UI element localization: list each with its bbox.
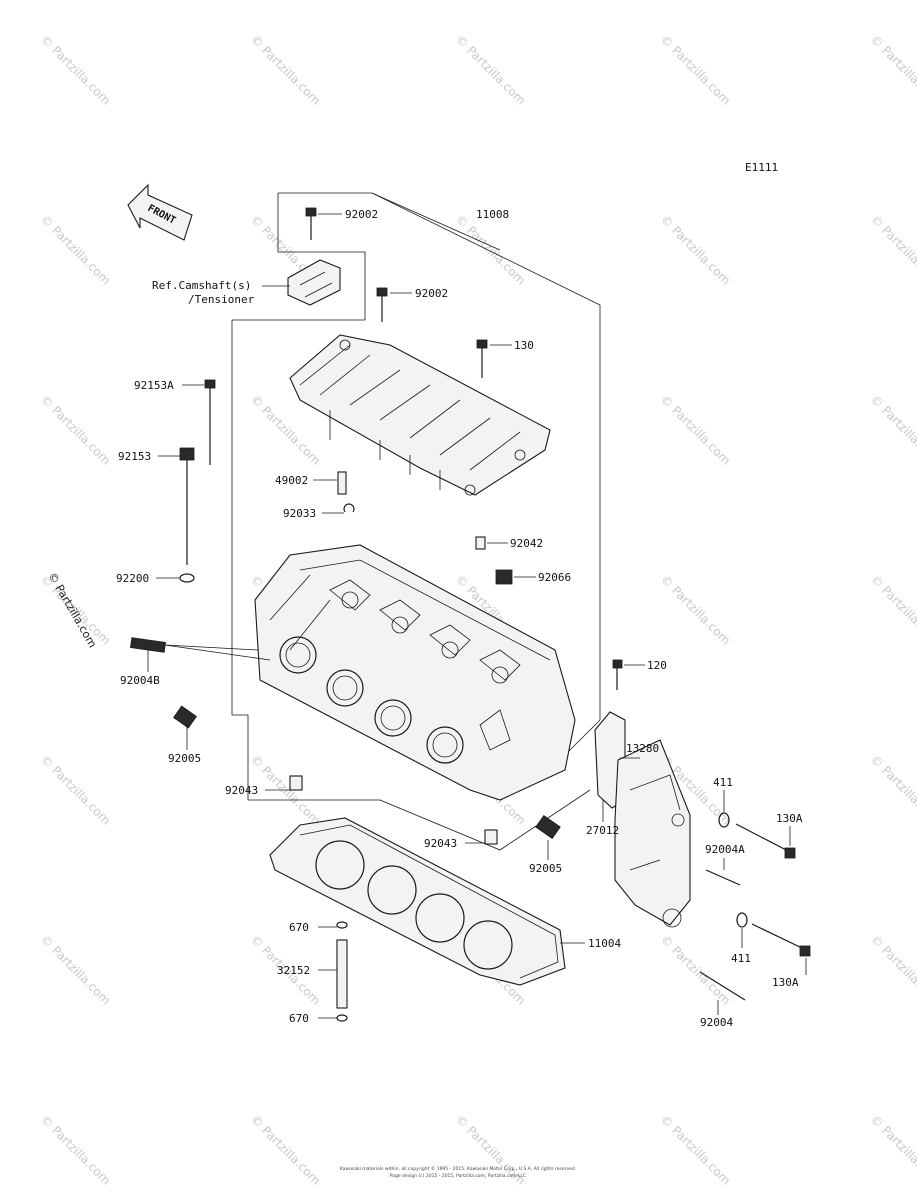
watermark-text: © Partzilla.com bbox=[248, 1112, 323, 1187]
watermark-text: © Partzilla.com bbox=[658, 932, 733, 1007]
watermark-text: © Partzilla.com bbox=[868, 752, 917, 827]
part-label-92004A[interactable]: 92004A bbox=[705, 843, 745, 856]
head-gasket bbox=[269, 817, 566, 986]
part-labels: 11008 92002 92002 130 92153A 92153 49002… bbox=[116, 208, 803, 1029]
watermark-text: © Partzilla.com bbox=[38, 752, 113, 827]
part-label-130[interactable]: 130 bbox=[514, 339, 534, 352]
ref-note-line1: Ref.Camshaft(s) bbox=[152, 279, 251, 292]
watermark-text: © Partzilla.com bbox=[868, 1112, 917, 1187]
part-label-130A-bottom[interactable]: 130A bbox=[772, 976, 799, 989]
part-label-92005-right[interactable]: 92005 bbox=[529, 862, 562, 875]
copyright-line1: Kawasaki materials within, all copyright… bbox=[340, 1165, 576, 1172]
watermark-text: © Partzilla.com bbox=[868, 212, 917, 287]
watermark-text: © Partzilla.com bbox=[248, 32, 323, 107]
watermark-text: © Partzilla.com bbox=[38, 392, 113, 467]
part-label-130A-top[interactable]: 130A bbox=[776, 812, 803, 825]
watermark-text: © Partzilla.com bbox=[38, 932, 113, 1007]
watermark-text: © Partzilla.com bbox=[38, 212, 113, 287]
watermark-text: © Partzilla.com bbox=[38, 32, 113, 107]
part-label-49002[interactable]: 49002 bbox=[275, 474, 308, 487]
part-label-92200[interactable]: 92200 bbox=[116, 572, 149, 585]
part-label-13280[interactable]: 13280 bbox=[626, 742, 659, 755]
camshaft-bracket-ref bbox=[262, 259, 341, 306]
watermark-text: © Partzilla.com bbox=[453, 212, 528, 287]
watermark-text: © Partzilla.com bbox=[658, 32, 733, 107]
small-parts bbox=[130, 207, 811, 1022]
part-label-92004B[interactable]: 92004B bbox=[120, 674, 160, 687]
part-label-92043-left[interactable]: 92043 bbox=[225, 784, 258, 797]
side-watermark: © Partzilla.com bbox=[45, 570, 99, 650]
cylinder-head bbox=[254, 544, 576, 801]
watermark-text: © Partzilla.com bbox=[868, 572, 917, 647]
watermark-text: © Partzilla.com bbox=[658, 1112, 733, 1187]
part-label-92153[interactable]: 92153 bbox=[118, 450, 151, 463]
part-label-411-bottom[interactable]: 411 bbox=[731, 952, 751, 965]
copyright-line2: Page design (c) 2015 - 2015, Partzilla.c… bbox=[390, 1173, 526, 1179]
part-label-32152[interactable]: 32152 bbox=[277, 964, 310, 977]
part-label-670-top[interactable]: 670 bbox=[289, 921, 309, 934]
watermark-text: © Partzilla.com bbox=[868, 392, 917, 467]
part-label-11004[interactable]: 11004 bbox=[588, 937, 621, 950]
part-label-92002-second[interactable]: 92002 bbox=[415, 287, 448, 300]
engine-mount bbox=[594, 711, 691, 928]
part-label-120[interactable]: 120 bbox=[647, 659, 667, 672]
watermark-text: © Partzilla.com bbox=[868, 932, 917, 1007]
ref-note-line2: /Tensioner bbox=[188, 293, 255, 306]
watermark-text: © Partzilla.com bbox=[868, 32, 917, 107]
part-label-92005-left[interactable]: 92005 bbox=[168, 752, 201, 765]
part-label-92033[interactable]: 92033 bbox=[283, 507, 316, 520]
part-label-92153A[interactable]: 92153A bbox=[134, 379, 174, 392]
cam-holder bbox=[289, 334, 551, 496]
watermark-text: © Partzilla.com bbox=[658, 572, 733, 647]
leader-lines bbox=[147, 213, 807, 1019]
part-label-92066[interactable]: 92066 bbox=[538, 571, 571, 584]
part-label-92002-top[interactable]: 92002 bbox=[345, 208, 378, 221]
part-label-27012[interactable]: 27012 bbox=[586, 824, 619, 837]
part-label-411-top[interactable]: 411 bbox=[713, 776, 733, 789]
part-label-92004[interactable]: 92004 bbox=[700, 1016, 733, 1029]
part-label-11008[interactable]: 11008 bbox=[476, 208, 509, 221]
watermark-text: © Partzilla.com bbox=[38, 1112, 113, 1187]
watermark-text: © Partzilla.com bbox=[453, 32, 528, 107]
part-label-92043-right[interactable]: 92043 bbox=[424, 837, 457, 850]
part-label-92042[interactable]: 92042 bbox=[510, 537, 543, 550]
watermark-text: © Partzilla.com bbox=[658, 212, 733, 287]
front-arrow-icon: FRONT bbox=[127, 183, 193, 241]
part-label-670-bottom[interactable]: 670 bbox=[289, 1012, 309, 1025]
watermark-text: © Partzilla.com bbox=[658, 392, 733, 467]
diagram-code: E1111 bbox=[745, 161, 778, 174]
